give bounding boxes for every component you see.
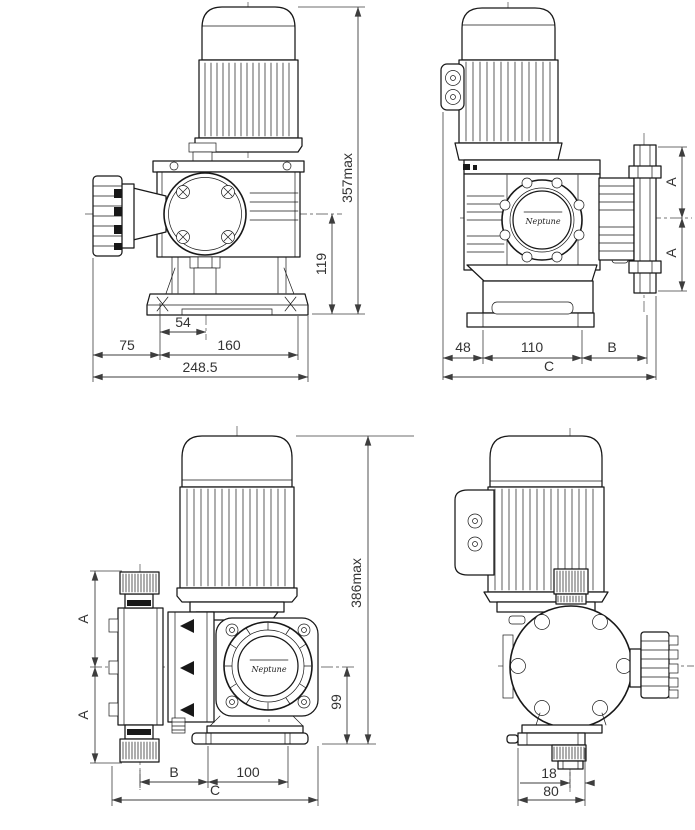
dim-label-80: 80 xyxy=(543,783,559,799)
dim-label-119: 119 xyxy=(313,253,329,276)
pump-head xyxy=(163,172,247,256)
bottom-port-fitting xyxy=(189,256,221,298)
view-bottom-left-dimensions: A A 386max 99 B 100 C xyxy=(75,435,414,806)
dim-label-a-top: A xyxy=(75,614,91,624)
pump-side-view-drawing xyxy=(85,2,342,340)
dim-label-48: 48 xyxy=(455,339,471,355)
pump-front-view-drawing: Neptune xyxy=(440,2,692,328)
motor xyxy=(194,6,303,153)
valve-column xyxy=(108,571,164,763)
mounting-base xyxy=(191,715,309,745)
top-port-fitting xyxy=(188,142,217,162)
dim-label-386max: 386max xyxy=(348,558,364,608)
dim-label-160: 160 xyxy=(217,337,241,353)
head-screw-crosses xyxy=(178,187,233,242)
view-bottom-right: 18 80 xyxy=(454,428,694,806)
dim-label-100: 100 xyxy=(236,764,260,780)
pump-rear-view-drawing xyxy=(454,428,694,792)
stroke-dial: Neptune xyxy=(499,177,585,263)
dim-label-b: B xyxy=(607,339,616,355)
dim-label-b: B xyxy=(169,764,178,780)
pump-head xyxy=(502,605,633,729)
discharge-column xyxy=(598,144,662,294)
dim-label-a-bottom: A xyxy=(663,248,679,258)
view-bottom-right-dimensions: 18 80 xyxy=(517,748,595,806)
view-bottom-left: Neptune xyxy=(75,426,414,806)
dim-label-c: C xyxy=(544,358,554,374)
motor xyxy=(454,7,563,161)
mounting-bracket xyxy=(454,489,495,576)
dim-label-99: 99 xyxy=(328,694,344,710)
dim-label-54: 54 xyxy=(175,314,191,330)
motor xyxy=(176,435,298,621)
mounting-bracket xyxy=(440,63,465,111)
dim-label-357max: 357max xyxy=(339,153,355,203)
side-knob xyxy=(629,631,679,699)
dim-label-110: 110 xyxy=(521,339,544,355)
mounting-base xyxy=(146,256,309,316)
nameplate-marks xyxy=(463,164,470,170)
brand-logo-text: Neptune xyxy=(250,665,286,674)
pump-side-view2-drawing: Neptune xyxy=(90,426,356,790)
dial-housing: Neptune xyxy=(215,617,319,717)
dim-label-18: 18 xyxy=(541,765,557,781)
foot-slot-right xyxy=(284,296,297,312)
mounting-base xyxy=(466,264,598,328)
foot-slot-left xyxy=(156,296,169,312)
dim-label-a-bottom: A xyxy=(75,710,91,720)
knurl-ticks xyxy=(224,622,312,711)
top-valve-knob xyxy=(553,568,589,605)
lantern-bracket xyxy=(167,611,215,734)
motor xyxy=(483,435,609,613)
brand-logo-text: Neptune xyxy=(524,217,560,226)
view-top-left-dimensions: 54 75 160 248.5 119 357max xyxy=(92,6,365,382)
dim-label-248-5: 248.5 xyxy=(182,359,217,375)
bottom-fitting xyxy=(506,712,607,770)
view-top-right-dimensions: A A 48 110 B C xyxy=(442,112,687,381)
dim-label-75: 75 xyxy=(119,337,135,353)
dim-label-c: C xyxy=(210,782,220,798)
view-top-right: Neptune xyxy=(440,2,692,381)
stroke-knob xyxy=(92,175,167,257)
view-top-left: 54 75 160 248.5 119 357max xyxy=(85,2,365,382)
dim-label-a-top: A xyxy=(663,177,679,187)
